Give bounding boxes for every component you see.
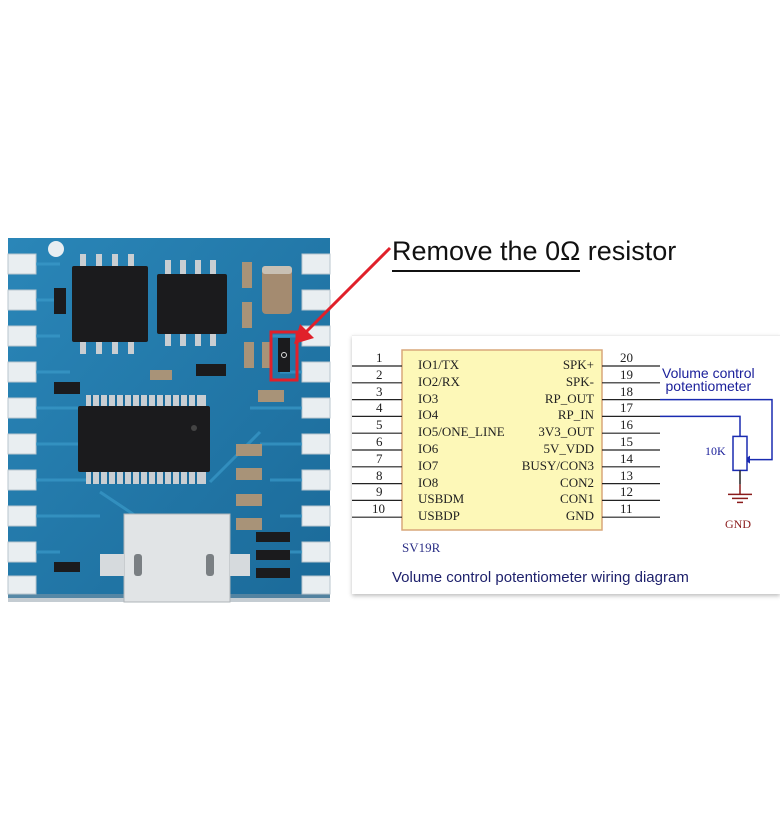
pin-number-8: 8 [376, 467, 383, 483]
pin-number-19: 19 [620, 366, 633, 382]
pin-number-7: 7 [376, 450, 383, 466]
pin-number-9: 9 [376, 484, 383, 500]
castellated-pads [7, 253, 331, 595]
pin-label-2: IO2/RX [418, 373, 460, 389]
mounting-hole [48, 241, 64, 257]
pin-label-5: IO5/ONE_LINE [418, 424, 505, 440]
pin-label-17: RP_IN [557, 407, 594, 423]
resistor-highlight-box [269, 330, 299, 382]
pin-number-15: 15 [620, 434, 633, 449]
potentiometer-label: Volume control potentiometer [662, 365, 755, 394]
pin-number-6: 6 [376, 434, 383, 449]
pin-label-3: IO3 [418, 390, 439, 406]
pin-label-8: IO8 [418, 474, 439, 490]
pin-number-16: 16 [620, 417, 633, 433]
potentiometer-label-line2: potentiometer [665, 378, 752, 394]
annotation-title: Remove the 0Ω resistor [392, 236, 677, 266]
pin-label-7: IO7 [418, 457, 439, 473]
main-ic-tssop [78, 395, 210, 484]
pin-number-20: 20 [620, 350, 633, 365]
pin-label-10: USBDP [418, 508, 460, 524]
micro-usb-port [100, 513, 250, 603]
chip-body [401, 349, 603, 531]
capacitor [262, 266, 292, 314]
pin-number-12: 12 [620, 484, 633, 500]
pin-label-15: 5V_VDD [543, 441, 594, 456]
pin-label-18: RP_OUT [544, 390, 594, 406]
ic-chip-2 [157, 260, 227, 346]
pin-label-16: 3V3_OUT [538, 424, 594, 440]
pin-number-1: 1 [376, 350, 383, 365]
pin-label-12: CON1 [560, 491, 594, 507]
pin-label-4: IO4 [418, 407, 439, 423]
pin-label-6: IO6 [418, 441, 439, 456]
schematic-drawing [352, 349, 773, 531]
ground-label: GND [725, 517, 751, 531]
schematic-caption: Volume control potentiometer wiring diag… [392, 569, 689, 586]
pin-number-13: 13 [620, 467, 633, 483]
pin-number-18: 18 [620, 383, 633, 399]
potentiometer-symbol [732, 435, 748, 472]
wire-rp-in [660, 415, 741, 437]
pin-label-11: GND [565, 508, 594, 524]
ic-chip-1 [72, 254, 148, 354]
pin-number-17: 17 [620, 400, 633, 416]
pin-label-19: SPK- [565, 373, 594, 389]
pin-number-10: 10 [372, 501, 385, 517]
pin-number-5: 5 [376, 417, 383, 433]
chip-name: SV19R [402, 540, 441, 555]
zero-ohm-resistor [278, 338, 290, 372]
pin-label-20: SPK+ [562, 357, 594, 372]
pin-number-3: 3 [376, 383, 383, 399]
pin-label-13: CON2 [560, 474, 594, 490]
pin-number-14: 14 [620, 450, 633, 466]
pin-number-2: 2 [376, 366, 383, 382]
pin-number-11: 11 [620, 501, 633, 517]
pointer-arrow [294, 246, 392, 344]
schematic-panel: SV19R Volume control potentiometer wirin… [352, 335, 780, 594]
pin-label-1: IO1/TX [418, 357, 460, 372]
wire-rp-out [660, 398, 773, 461]
potentiometer-value: 10K [705, 444, 726, 458]
title-underline [392, 270, 580, 272]
pin-label-9: USBDM [418, 491, 465, 507]
pcb-board-photo [0, 232, 340, 604]
pin-number-4: 4 [376, 400, 383, 416]
potentiometer-label-line1: Volume control [662, 365, 755, 381]
pin-label-14: BUSY/CON3 [521, 457, 594, 473]
